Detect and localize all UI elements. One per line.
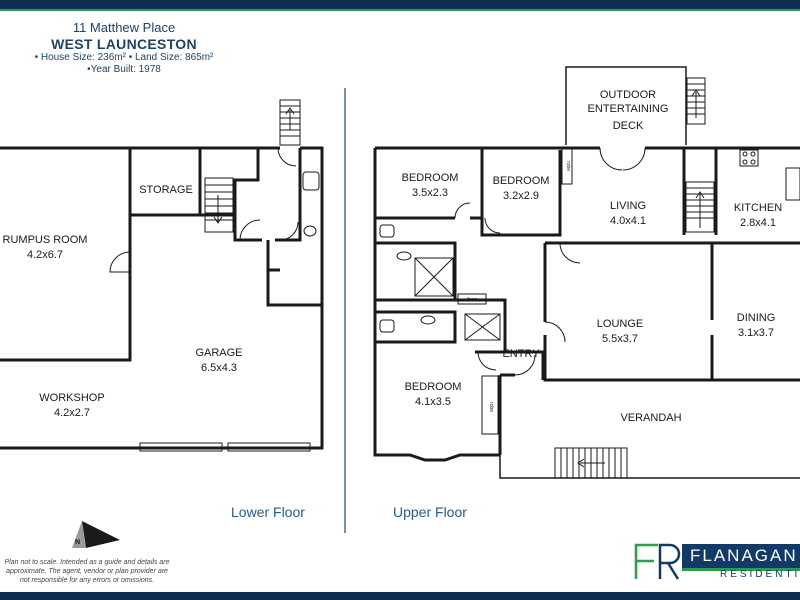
lounge-name: LOUNGE bbox=[597, 318, 643, 330]
storage-name: STORAGE bbox=[139, 184, 193, 196]
bedroom3-name: BEDROOM bbox=[405, 381, 462, 393]
lounge-walls bbox=[543, 241, 800, 382]
lower-stairs bbox=[204, 177, 234, 233]
disclaimer: Plan not to scale. Intended as a guide a… bbox=[4, 559, 170, 584]
upper-outer-wall-left bbox=[373, 148, 500, 462]
entry-walls bbox=[475, 342, 545, 455]
laundry-wall bbox=[266, 240, 322, 307]
rumpus-room-name: RUMPUS ROOM bbox=[3, 234, 88, 246]
top-banner bbox=[0, 0, 800, 9]
shower-icon bbox=[414, 257, 454, 297]
floor-divider bbox=[344, 88, 346, 533]
kitchen-size: 2.8x4.1 bbox=[740, 217, 776, 229]
deck-name-line3: DECK bbox=[613, 120, 644, 132]
compass-icon: N bbox=[72, 521, 120, 548]
basin-icon-2 bbox=[420, 315, 436, 325]
garage-size: 6.5x4.3 bbox=[201, 362, 237, 374]
garage-door-left bbox=[139, 442, 223, 452]
garage-name: GARAGE bbox=[195, 347, 242, 359]
entry-name: ENTRY bbox=[502, 348, 540, 360]
kitchen-stairs bbox=[685, 181, 715, 233]
year-built: •Year Built: 1978 bbox=[87, 64, 161, 75]
rear-door-swing bbox=[277, 147, 297, 167]
street-address: 11 Matthew Place bbox=[72, 20, 176, 35]
brand-stripe bbox=[682, 568, 800, 571]
size-info: • House Size: 236m² • Land Size: 865m² bbox=[34, 52, 214, 63]
robe-label: robe bbox=[488, 402, 494, 412]
rear-stairs bbox=[279, 99, 301, 146]
verandah-name: VERANDAH bbox=[620, 412, 681, 424]
toilet-icon-upper bbox=[379, 224, 395, 238]
laundry-door-swing bbox=[279, 221, 299, 241]
robe bbox=[481, 375, 499, 435]
bedroom2-size: 3.2x2.9 bbox=[503, 190, 539, 202]
entry-door-swing bbox=[514, 354, 536, 376]
brand-name: FLANAGAN bbox=[682, 544, 800, 568]
bedroom1-size: 3.5x2.3 bbox=[412, 187, 448, 199]
rumpus-door-swing bbox=[109, 251, 131, 273]
deck-outline bbox=[565, 66, 687, 145]
bedroom3-size: 4.1x3.5 bbox=[415, 396, 451, 408]
north-label: N bbox=[75, 539, 80, 546]
toilet-icon bbox=[303, 225, 317, 237]
workshop-size: 4.2x2.7 bbox=[54, 407, 90, 419]
lounge-door-swing bbox=[544, 321, 566, 343]
verandah-outline bbox=[499, 455, 800, 479]
dining-name: DINING bbox=[737, 312, 776, 324]
deck-french-doors bbox=[599, 147, 646, 171]
bedroom2-name: BEDROOM bbox=[493, 175, 550, 187]
kitchen-name: KITCHEN bbox=[734, 202, 782, 214]
living-name: LIVING bbox=[610, 200, 646, 212]
lower-floor-plan: RUMPUS ROOM 4.2x6.7 STORAGE GARAGE 6.5x4… bbox=[0, 99, 324, 452]
deck-name-line1: OUTDOOR bbox=[600, 89, 656, 101]
lower-floor-label: Lower Floor bbox=[231, 504, 305, 520]
down-arrow-icon bbox=[213, 195, 223, 224]
bedroom1-door-swing bbox=[454, 202, 471, 219]
verandah-arrow-icon bbox=[577, 458, 605, 468]
storage-wall bbox=[130, 148, 260, 217]
deck-stairs bbox=[686, 77, 706, 125]
basin-icon bbox=[396, 251, 412, 261]
property-header: 11 Matthew Place WEST LAUNCESTON • House… bbox=[14, 20, 234, 76]
upper-floor-label: Upper Floor bbox=[393, 504, 467, 520]
lower-stair-wall bbox=[233, 148, 302, 242]
bathroom-walls bbox=[375, 241, 507, 344]
lower-stair-treads bbox=[205, 184, 233, 221]
kitchen-stair-arrow-icon bbox=[695, 191, 705, 228]
sink-icon bbox=[785, 167, 800, 201]
linen-cupboard bbox=[457, 293, 487, 305]
bedroom3-door-swing bbox=[477, 351, 497, 371]
lounge-size: 5.5x3.7 bbox=[602, 333, 638, 345]
linen-label: linen bbox=[467, 297, 478, 303]
deck-name-line2: ENTERTAINING bbox=[588, 103, 669, 115]
deck-up-arrow-icon bbox=[691, 89, 701, 118]
brand-subtitle: RESIDENTIAL bbox=[720, 569, 800, 580]
robe-upper bbox=[561, 147, 573, 185]
shower-icon-2 bbox=[464, 313, 501, 341]
top-accent-line bbox=[0, 9, 800, 11]
brand-logo-icon bbox=[634, 543, 681, 580]
toilet-icon-upper-2 bbox=[379, 319, 395, 333]
bedroom2-door-swing bbox=[484, 217, 501, 234]
bottom-banner bbox=[0, 592, 800, 600]
garage-outer-wall bbox=[0, 146, 324, 450]
up-arrow-icon bbox=[285, 107, 295, 130]
robe-label-upper: robe bbox=[565, 161, 571, 171]
bedroom-divider bbox=[375, 148, 505, 237]
living-size: 4.0x4.1 bbox=[610, 215, 646, 227]
dining-size: 3.1x3.7 bbox=[738, 327, 774, 339]
suburb: WEST LAUNCESTON bbox=[51, 36, 197, 52]
lower-outer-wall bbox=[0, 146, 132, 362]
living-door-swing bbox=[559, 242, 581, 264]
laundry-tub-icon bbox=[302, 171, 320, 191]
rumpus-room-size: 4.2x6.7 bbox=[27, 249, 63, 261]
upper-floor-plan: BEDROOM 3.5x2.3 BEDROOM 3.2x2.9 LIVING 4… bbox=[373, 66, 800, 479]
kitchen-walls bbox=[682, 148, 800, 245]
stair-door-swing bbox=[239, 219, 261, 241]
workshop-name: WORKSHOP bbox=[39, 392, 104, 404]
garage-door-right bbox=[227, 442, 311, 452]
cooktop-icon bbox=[739, 149, 759, 167]
bedroom1-name: BEDROOM bbox=[402, 172, 459, 184]
